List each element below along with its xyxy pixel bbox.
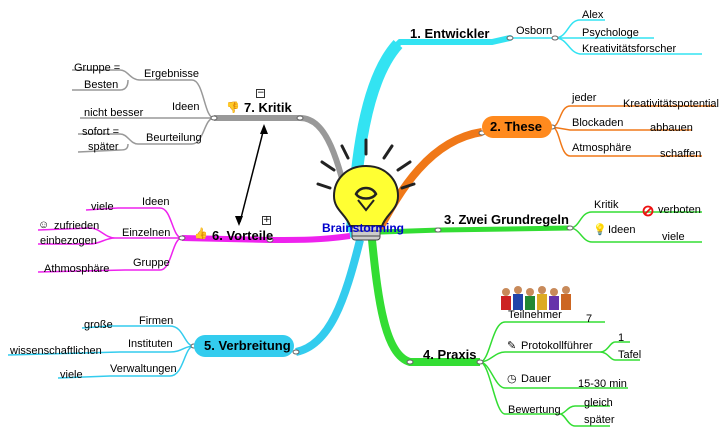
branch-kritik-title[interactable]: 7. Kritik bbox=[244, 100, 292, 115]
these-node-background bbox=[482, 116, 552, 138]
node-dot bbox=[178, 235, 186, 241]
kritik-row-2-b[interactable]: nicht besser bbox=[84, 107, 144, 119]
node-dot bbox=[551, 35, 559, 41]
clock-icon: ◷ bbox=[507, 373, 517, 385]
kritik-row-1-b2[interactable]: Besten bbox=[84, 79, 119, 91]
vorteile-row-2-a[interactable]: Einzelnen bbox=[122, 227, 171, 239]
entwickler-sub-osborn[interactable]: Osborn bbox=[516, 25, 553, 37]
praxis-row-2-a[interactable]: Protokollführer bbox=[521, 340, 593, 352]
kritik-row-3-b2[interactable]: später bbox=[88, 141, 119, 153]
vorteile-row-2-b1[interactable]: zufrieden bbox=[54, 220, 100, 232]
grundregeln-row-1-a[interactable]: Kritik bbox=[594, 199, 619, 211]
branch-line-verbreitung bbox=[294, 239, 364, 356]
these-row-2-b[interactable]: abbauen bbox=[650, 122, 693, 134]
branch-entwickler-title[interactable]: 1. Entwickler bbox=[410, 26, 490, 41]
relationship-arrowhead-top bbox=[260, 124, 268, 134]
expand-toggle[interactable]: + bbox=[262, 215, 271, 225]
verbreitung-row-1-a[interactable]: Firmen bbox=[139, 315, 174, 327]
vorteile-row-2-b2[interactable]: einbezogen bbox=[40, 235, 97, 247]
collapse-toggle[interactable]: − bbox=[256, 88, 265, 98]
thumbs-up-icon: 👍 bbox=[194, 228, 208, 240]
node-dot bbox=[434, 227, 442, 233]
these-row-1-b[interactable]: Kreativitätspotential bbox=[623, 98, 719, 110]
entwickler-leaf-1[interactable]: Alex bbox=[582, 9, 604, 21]
entwickler-leaf-3[interactable]: Kreativitätsforscher bbox=[582, 43, 677, 55]
verbreitung-row-3-b[interactable]: viele bbox=[60, 369, 83, 381]
link-kritik-rows bbox=[72, 69, 215, 153]
verbreitung-row-2-b[interactable]: wissenschaftlichen bbox=[10, 345, 102, 357]
these-row-3-a[interactable]: Atmosphäre bbox=[572, 142, 632, 154]
kritik-row-1-b1[interactable]: Gruppe = bbox=[74, 62, 121, 74]
verbreitung-node-background bbox=[194, 335, 294, 357]
praxis-row-1-a[interactable]: Teilnehmer bbox=[508, 309, 562, 321]
link-vorteile-rows bbox=[37, 207, 183, 273]
smiley-icon: ☺ bbox=[38, 219, 50, 231]
link-these-rows bbox=[551, 105, 715, 157]
node-dot bbox=[210, 115, 218, 121]
branch-grundregeln-title[interactable]: 3. Zwei Grundregeln bbox=[444, 212, 569, 227]
node-dot bbox=[406, 359, 414, 365]
branch-line-praxis bbox=[368, 239, 480, 366]
kritik-row-1-a[interactable]: Ergebnisse bbox=[144, 68, 200, 80]
link-osborn bbox=[510, 19, 702, 55]
branch-line-kritik bbox=[214, 115, 357, 227]
these-row-1-a[interactable]: jeder bbox=[572, 92, 597, 104]
node-dot bbox=[266, 237, 274, 243]
thumbs-down-icon: 👎 bbox=[226, 102, 240, 114]
praxis-row-4-a[interactable]: Bewertung bbox=[508, 404, 561, 416]
praxis-row-3-a[interactable]: Dauer bbox=[521, 373, 551, 385]
praxis-row-4-b2[interactable]: später bbox=[584, 414, 615, 426]
vorteile-row-3-a[interactable]: Gruppe bbox=[133, 257, 170, 269]
grundregeln-row-2-b[interactable]: viele bbox=[662, 231, 685, 243]
praxis-row-3-b[interactable]: 15-30 min bbox=[578, 378, 627, 390]
these-row-3-b[interactable]: schaffen bbox=[660, 148, 702, 160]
branch-verbreitung-title[interactable]: 5. Verbreitung bbox=[204, 338, 291, 353]
grundregeln-row-2-a[interactable]: Ideen bbox=[608, 224, 636, 236]
relationship-arrow bbox=[239, 127, 265, 223]
lightbulb-icon bbox=[316, 138, 416, 241]
center-topic-label[interactable]: Brainstorming bbox=[322, 221, 405, 235]
people-icon bbox=[501, 286, 571, 310]
node-dot bbox=[506, 35, 514, 41]
verbreitung-row-2-a[interactable]: Instituten bbox=[128, 338, 173, 350]
branch-vorteile-title[interactable]: 6. Vorteile bbox=[212, 228, 274, 243]
kritik-row-2-a[interactable]: Ideen bbox=[172, 101, 200, 113]
praxis-row-2-b2[interactable]: Tafel bbox=[618, 349, 642, 361]
praxis-row-2-b1[interactable]: 1 bbox=[618, 332, 625, 344]
pen-icon: ✎ bbox=[507, 340, 517, 352]
entwickler-leaf-2[interactable]: Psychologe bbox=[582, 27, 639, 39]
praxis-row-1-b[interactable]: 7 bbox=[586, 313, 593, 325]
verbreitung-row-3-a[interactable]: Verwaltungen bbox=[110, 363, 177, 375]
vorteile-row-1-a[interactable]: Ideen bbox=[142, 196, 170, 208]
these-row-2-a[interactable]: Blockaden bbox=[572, 117, 624, 129]
lightbulb-small-icon: 💡 bbox=[593, 224, 607, 236]
branch-these-title[interactable]: 2. These bbox=[490, 119, 543, 134]
kritik-row-3-a[interactable]: Beurteilung bbox=[146, 132, 202, 144]
no-entry-icon bbox=[642, 205, 654, 217]
branch-praxis-title[interactable]: 4. Praxis bbox=[423, 347, 477, 362]
node-dot bbox=[292, 349, 300, 355]
link-praxis-rows bbox=[479, 321, 640, 427]
verbreitung-row-1-b[interactable]: große bbox=[84, 319, 113, 331]
node-dot bbox=[566, 225, 574, 231]
relationship-arrowhead-bottom bbox=[235, 216, 243, 226]
vorteile-row-3-b[interactable]: Athmosphäre bbox=[44, 263, 110, 275]
kritik-row-3-b1[interactable]: sofort = bbox=[82, 126, 119, 138]
node-dot bbox=[476, 359, 484, 365]
node-dot bbox=[296, 115, 304, 121]
praxis-row-4-b1[interactable]: gleich bbox=[584, 397, 613, 409]
vorteile-row-1-b[interactable]: viele bbox=[91, 201, 114, 213]
grundregeln-row-1-b[interactable]: verboten bbox=[658, 204, 701, 216]
branch-line-grundregeln bbox=[379, 225, 571, 235]
